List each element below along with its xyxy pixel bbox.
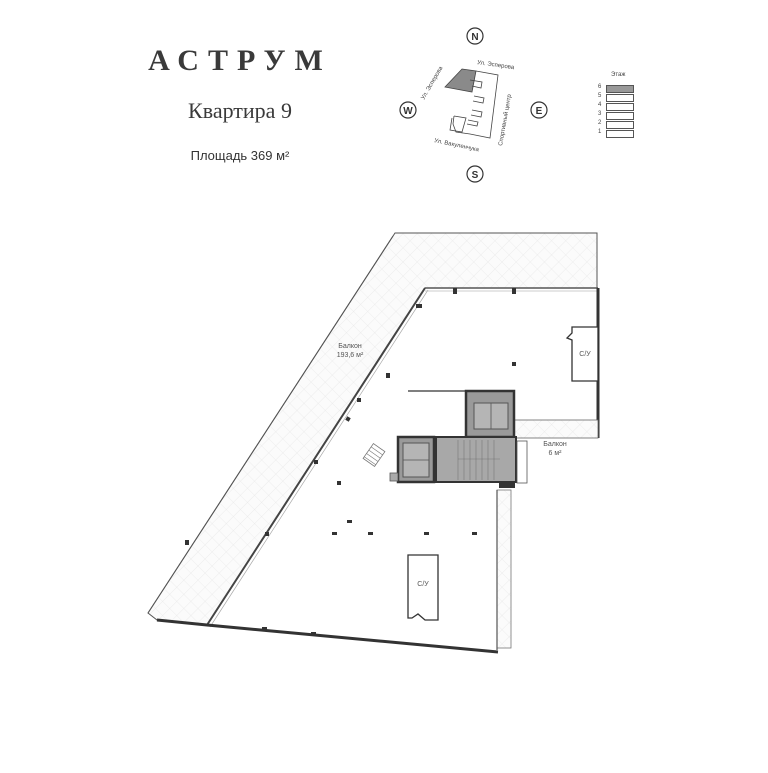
svg-text:W: W [403, 106, 413, 117]
floor-number: 1 [598, 129, 602, 135]
floor-2[interactable] [606, 121, 634, 129]
balcony-small-size: 6 м² [548, 450, 562, 457]
north-icon: N [466, 27, 484, 45]
floor-5[interactable] [606, 94, 634, 102]
floor-selector-title: Этаж [611, 72, 626, 78]
floor-6-selected[interactable] [606, 85, 634, 93]
bathroom-lower-label: С/У [417, 581, 429, 588]
stair-lift-core [389, 389, 528, 488]
floor-4[interactable] [606, 103, 634, 111]
columns [185, 288, 516, 636]
building-outline-icon [444, 68, 499, 139]
balcony-large-label: Балкон 193,6 м² [320, 342, 380, 360]
bathroom-upper-label: С/У [579, 351, 591, 358]
site-compass: N S W E Ул. Эсперова Ул. Эсперова Ул. Ва… [390, 20, 560, 190]
balcony-small-label: Балкон 6 м² [530, 440, 580, 458]
street-top-label: Ул. Эсперова [477, 60, 515, 71]
floor-number: 6 [598, 84, 602, 90]
floor-number: 3 [598, 111, 602, 117]
floor-number: 5 [598, 93, 602, 99]
floor-number: 2 [598, 120, 602, 126]
floor-selector: Этаж 6 5 4 3 2 1 [592, 72, 652, 152]
floor-1[interactable] [606, 130, 634, 138]
apartment-area: Площадь 369 м² [190, 148, 290, 163]
apartment-title: Квартира 9 [188, 98, 292, 123]
balcony-small-name: Балкон [543, 441, 567, 448]
svg-text:N: N [471, 32, 478, 43]
bathroom-lower [407, 554, 439, 621]
svg-text:E: E [536, 106, 543, 117]
west-icon: W [399, 101, 417, 119]
external-stair-icon [362, 443, 386, 467]
balcony-large-size: 193,6 м² [336, 352, 364, 359]
balcony-small-area [513, 419, 599, 439]
bathroom-upper [565, 326, 599, 382]
balcony-large-name: Балкон [338, 343, 362, 350]
east-icon: E [530, 101, 548, 119]
svg-text:S: S [472, 170, 479, 181]
south-icon: S [466, 165, 484, 183]
brand-title: АСТРУМ [148, 44, 332, 77]
floor-number: 4 [598, 102, 602, 108]
floor-3[interactable] [606, 112, 634, 120]
